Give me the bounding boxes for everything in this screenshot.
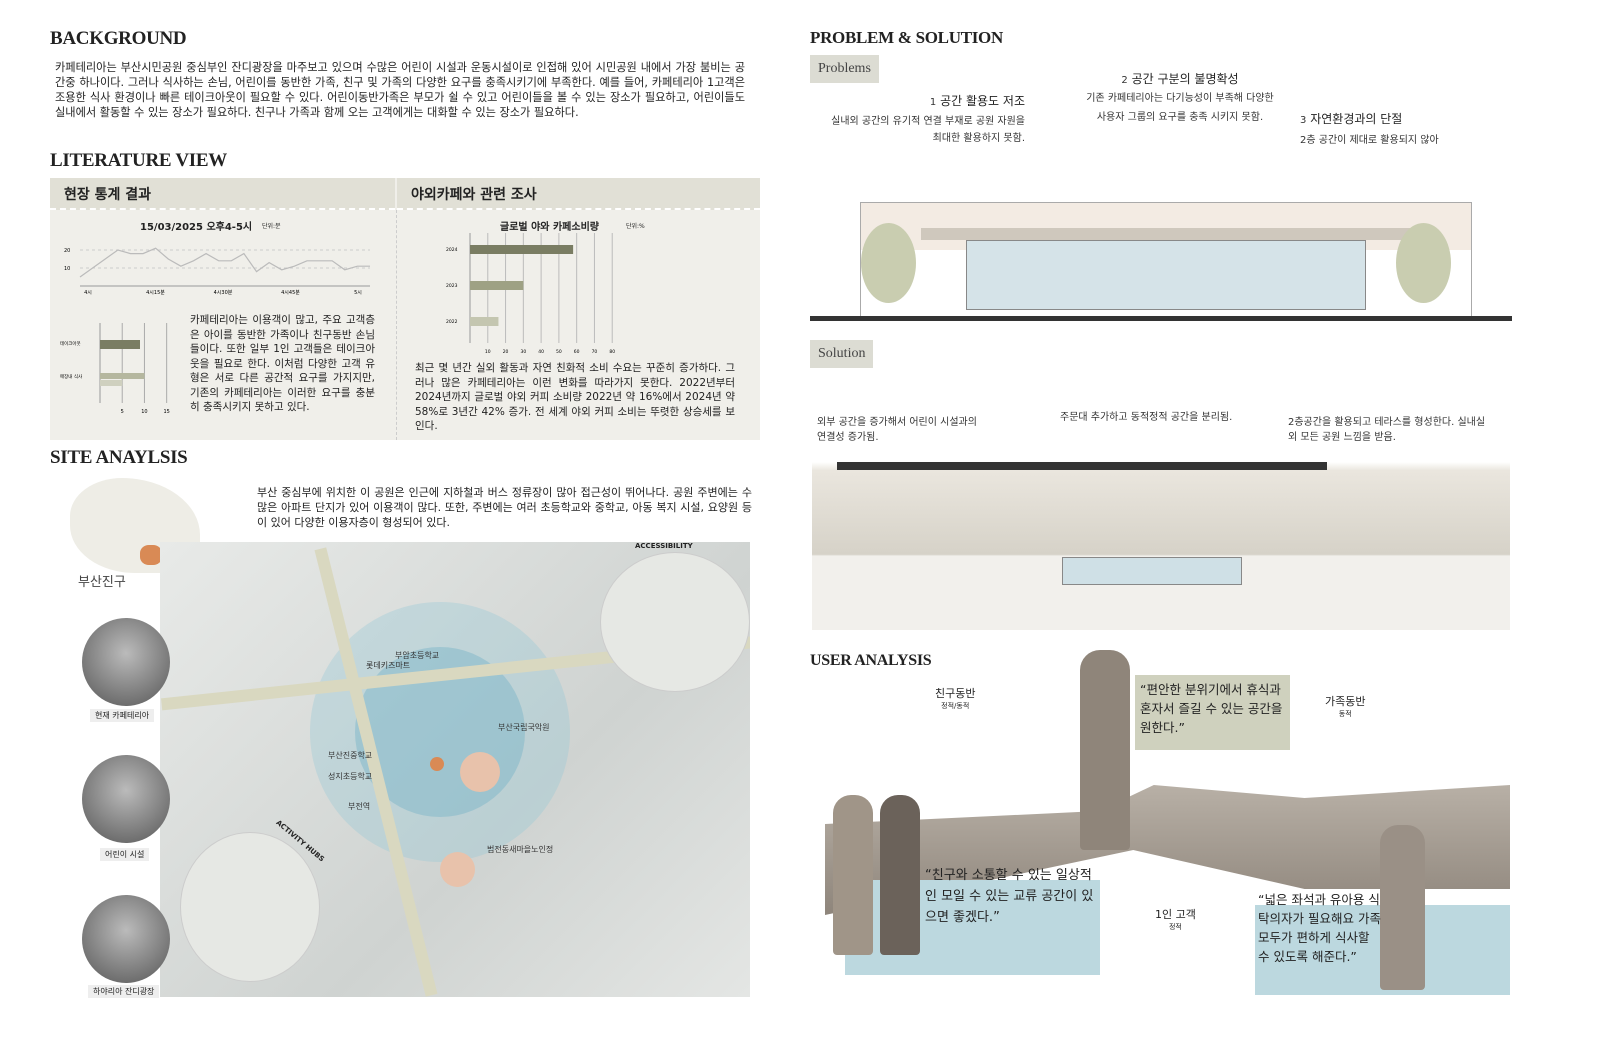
bar — [100, 380, 123, 386]
literature-panel: 현장 통계 결과 야외카페와 관련 조사 15/03/2025 오후4-5시 단… — [50, 178, 760, 440]
solution-3: 2층공간을 활용되고 테라스를 형성한다. 실내실외 모든 공원 느낌을 받음. — [1288, 417, 1486, 443]
bar-chart-unit: 단위:% — [626, 223, 645, 230]
section-drawing-existing — [860, 202, 1472, 320]
quote-solo: “편안한 분위기에서 휴식과 혼자서 즐길 수 있는 공간을 원한다.” — [1140, 682, 1283, 735]
problem-2: 2 공간 구분의 불명확성 기존 카페테리아는 다기능성이 부족해 다양한 사용… — [1086, 72, 1274, 123]
map-label: 부암초등학교 — [395, 651, 440, 660]
x-tick-label: 10 — [141, 409, 147, 415]
bar-chart-title: 글로벌 야와 카페소비량 — [500, 222, 599, 233]
x-tick-label: 30 — [520, 349, 526, 355]
problem-3: 3 자연환경과의 단절 2층 공간이 제대로 활용되지 않아 — [1300, 112, 1439, 146]
field-stats-text: 카페테리아는 이용객이 많고, 주요 고객층은 아이를 동반한 가족이나 친구동… — [190, 314, 375, 413]
solution-1: 외부 공간을 증가해서 어린이 시설과의 연결성 증가됨. — [817, 417, 977, 443]
quote-family: “넓은 좌석과 유아용 식탁의자가 필요해요 가족 모두가 편하게 식사할 수 … — [1258, 892, 1381, 964]
problem-title: PROBLEM & SOLUTION — [810, 28, 1003, 47]
map-label: 성지초등학교 — [328, 772, 373, 781]
bar — [470, 317, 499, 326]
outdoor-cafe-header: 야외카페와 관련 조사 — [397, 178, 760, 210]
map-label: 범전동새마을노인정 — [487, 845, 554, 854]
line-chart: 10 20 4시 4시15분 4시30분 4시45분 5시 — [64, 247, 370, 296]
bar — [470, 245, 574, 254]
photo-caption: 하야리아 잔디광장 — [88, 985, 160, 998]
cafeteria-photo — [82, 618, 170, 706]
x-tick-label: 50 — [556, 349, 562, 355]
x-tick-label: 4시45분 — [281, 290, 300, 296]
problems-tag: Problems — [810, 55, 879, 83]
district-label: 부산진구 — [78, 575, 126, 590]
category-label: 2024 — [446, 247, 458, 253]
data-line — [79, 247, 370, 278]
solution-tag: Solution — [810, 340, 874, 368]
category-label: 테이크아웃 — [60, 340, 81, 347]
line-chart-unit: 단위:분 — [262, 223, 281, 230]
x-tick-label: 4시15분 — [146, 290, 165, 296]
literature-title: LITERATURE VIEW — [50, 150, 227, 171]
solution-2: 주문대 추가하고 동적정적 공간을 분리됨. — [1060, 412, 1233, 423]
site-map: ACCESSIBILITY ACTIVITY HUBS — [160, 542, 750, 997]
playground-photo — [82, 755, 170, 843]
background-text: 카페테리아는 부산시민공원 중심부인 잔디광장을 마주보고 있으며 수많은 어린… — [55, 61, 745, 119]
outdoor-cafe-text: 최근 몇 년간 실외 활동과 자연 친화적 소비 수요는 꾸준히 증가하다. 그… — [415, 362, 735, 432]
category-label: 2022 — [446, 319, 458, 325]
photo-caption: 어린이 시설 — [100, 848, 150, 861]
x-tick-label: 4시 — [84, 290, 92, 296]
accessibility-label: ACCESSIBILITY — [635, 542, 693, 550]
category-label: 매장내 식사 — [60, 373, 83, 380]
bar — [100, 373, 145, 379]
user-collage — [825, 650, 1510, 995]
x-tick-label: 70 — [592, 349, 598, 355]
x-tick-label: 10 — [485, 349, 491, 355]
x-tick-label: 5시 — [354, 290, 362, 296]
quote-friends: “친구와 소통할 수 있는 일상적인 모일 수 있는 교류 공간이 있으면 좋겠… — [925, 868, 1094, 925]
bar — [470, 281, 524, 290]
district-highlight — [140, 545, 162, 565]
line-chart-title: 15/03/2025 오후4-5시 — [140, 222, 253, 233]
bar — [100, 340, 140, 349]
lawn-photo — [82, 895, 170, 983]
problem-1: 1 공간 활용도 저조 실내외 공간의 유기적 연결 부재로 공원 자원을 최대… — [831, 94, 1025, 144]
x-tick-label: 60 — [574, 349, 580, 355]
x-tick-label: 15 — [163, 409, 169, 415]
y-tick-label: 20 — [64, 248, 70, 254]
user-title: USER ANALYSIS — [810, 652, 932, 669]
site-title: SITE ANAYLSIS — [50, 447, 188, 468]
photo-caption: 현재 카페테리아 — [90, 709, 155, 722]
x-tick-label: 5 — [121, 409, 124, 415]
x-tick-label: 80 — [609, 349, 615, 355]
background-title: BACKGROUND — [50, 28, 187, 49]
x-tick-label: 4시30분 — [214, 290, 233, 296]
site-text: 부산 중심부에 위치한 이 공원은 인근에 지하철과 버스 정류장이 많아 접근… — [257, 486, 752, 529]
x-tick-label: 40 — [538, 349, 544, 355]
map-label: 부전역 — [348, 802, 371, 811]
section-drawing-proposed — [812, 462, 1510, 630]
category-label: 2023 — [446, 283, 458, 289]
field-stats-header: 현장 통계 결과 — [50, 178, 395, 210]
consumption-bar-chart: 10 20 30 40 50 60 70 80 2024 2023 2022 — [446, 233, 615, 355]
x-tick-label: 20 — [503, 349, 509, 355]
map-label: 롯데키즈마트 — [366, 661, 411, 670]
map-label: 부산진중학교 — [328, 751, 373, 760]
map-label: 부산국립국악원 — [498, 723, 550, 732]
y-tick-label: 10 — [64, 266, 70, 272]
